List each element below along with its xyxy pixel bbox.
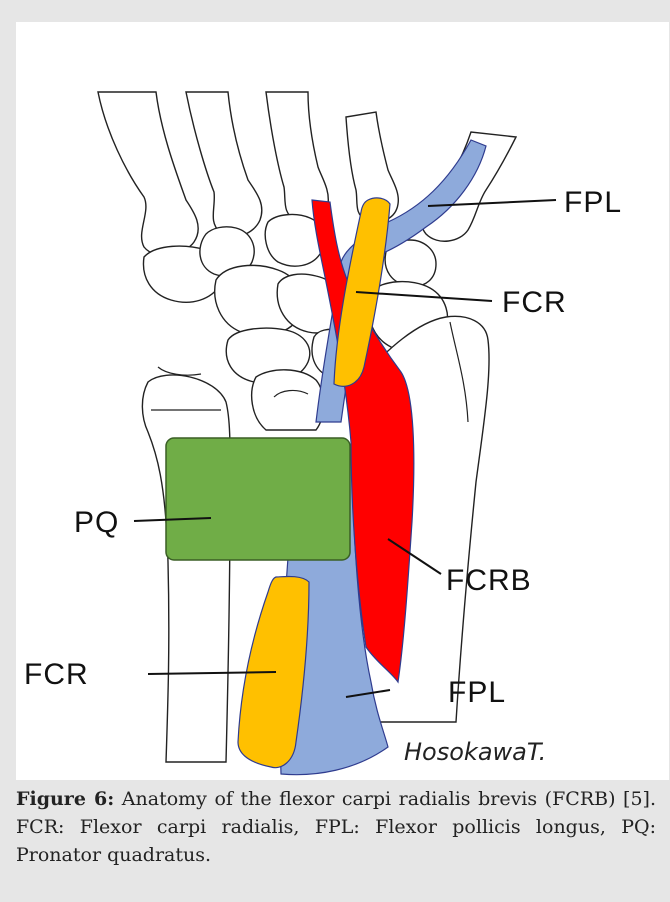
- label-fcr-top: FCR: [502, 286, 567, 319]
- anatomy-figure: FPL FCR PQ FCRB FCR FPL HosokawaT.: [16, 22, 669, 780]
- anatomy-illustration: FPL FCR PQ FCRB FCR FPL HosokawaT.: [16, 22, 669, 780]
- caption-figure-label: Figure 6:: [16, 788, 114, 810]
- label-pq: PQ: [74, 506, 119, 539]
- label-fcr-bottom: FCR: [24, 658, 89, 691]
- pq-muscle: [166, 438, 350, 560]
- illustrator-signature: HosokawaT.: [404, 738, 546, 766]
- figure-caption: Figure 6: Anatomy of the flexor carpi ra…: [16, 785, 656, 869]
- label-fpl-top: FPL: [564, 186, 622, 219]
- label-fpl-bottom: FPL: [448, 676, 506, 709]
- label-fcrb: FCRB: [446, 564, 532, 597]
